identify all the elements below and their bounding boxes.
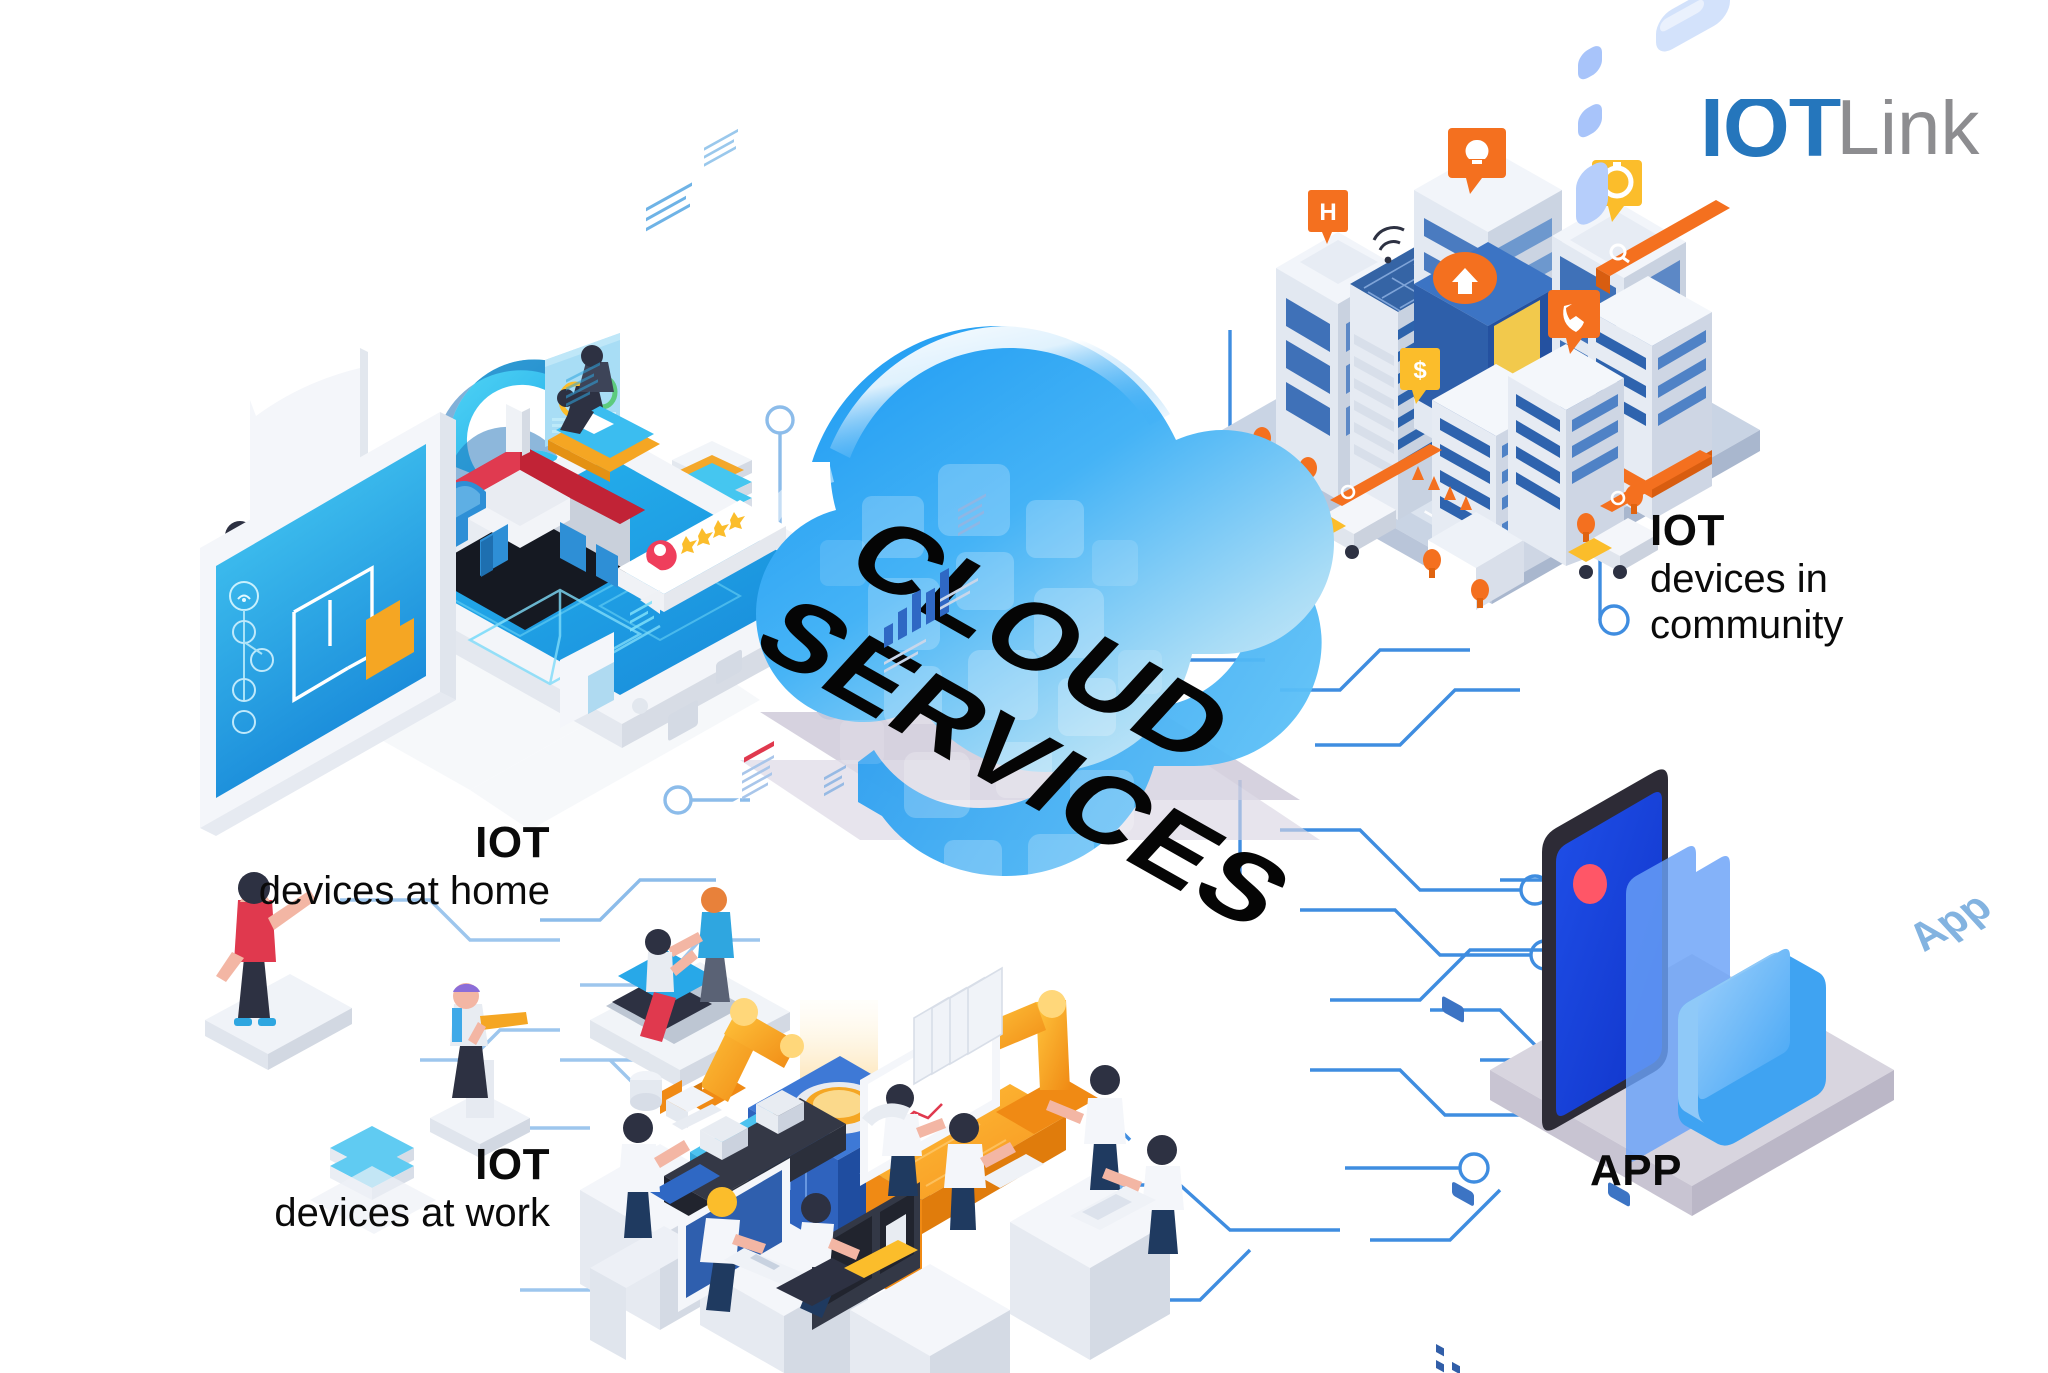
label-app-headline: APP xyxy=(1590,1146,1682,1195)
factory-worker-c xyxy=(776,1193,918,1318)
city-badge-home xyxy=(1433,252,1497,304)
label-iot-devices-in-community: IOT devices in community xyxy=(1650,506,1990,648)
city-badge-idea xyxy=(1448,128,1506,194)
factory-worker-seated xyxy=(862,1084,946,1196)
city-badge-hospital: H xyxy=(1319,199,1336,226)
label-work-headline: IOT xyxy=(475,1140,550,1189)
label-iot-devices-at-home: IOT devices at home xyxy=(150,818,550,914)
factory-worker-f xyxy=(1070,1135,1184,1254)
factory-sheets xyxy=(913,966,1003,1086)
factory-worker-a xyxy=(618,1104,722,1238)
home-bed-sensor xyxy=(548,389,660,482)
home-doc-cards xyxy=(560,362,614,728)
label-home-sub: devices at home xyxy=(258,869,550,913)
floorplan-monitor xyxy=(200,412,456,1070)
city-badge-phone xyxy=(1548,290,1600,354)
label-work-sub: devices at work xyxy=(274,1191,550,1235)
factory-worker-d xyxy=(944,1113,1044,1230)
iot-community-scene: H xyxy=(1222,128,1760,1373)
label-home-headline: IOT xyxy=(475,818,550,867)
city-badge-money: $ xyxy=(1400,348,1440,404)
label-app: APP xyxy=(1590,1146,1890,1196)
brand-logo[interactable]: IOT Link xyxy=(1700,60,1979,175)
iot-work-scene xyxy=(580,493,1184,1373)
iot-home-scene xyxy=(200,128,880,1234)
home-person-pointing xyxy=(205,872,352,1070)
home-technician xyxy=(430,983,530,1158)
logo-iot-text: IOT xyxy=(1700,79,1841,175)
label-community-headline: IOT xyxy=(1650,506,1725,555)
logo-link-text: Link xyxy=(1836,83,1980,171)
cloud-services-node: CLOUD SERVICES xyxy=(733,326,1334,970)
server-stack-bottom xyxy=(310,1126,436,1234)
city-badge-money-label: $ xyxy=(1413,357,1427,384)
location-review-bubble xyxy=(618,128,786,614)
city-wifi-icon xyxy=(1372,226,1405,264)
label-community-sub-line2: community xyxy=(1650,603,1844,647)
city-small-block xyxy=(1428,512,1524,1373)
label-iot-devices-at-work: IOT devices at work xyxy=(150,1140,550,1236)
label-community-sub-line1: devices in xyxy=(1650,557,1828,601)
city-badge-search xyxy=(1596,200,1730,294)
app-tile-label: App xyxy=(1898,884,2002,960)
city-building-telecom xyxy=(1508,290,1624,566)
